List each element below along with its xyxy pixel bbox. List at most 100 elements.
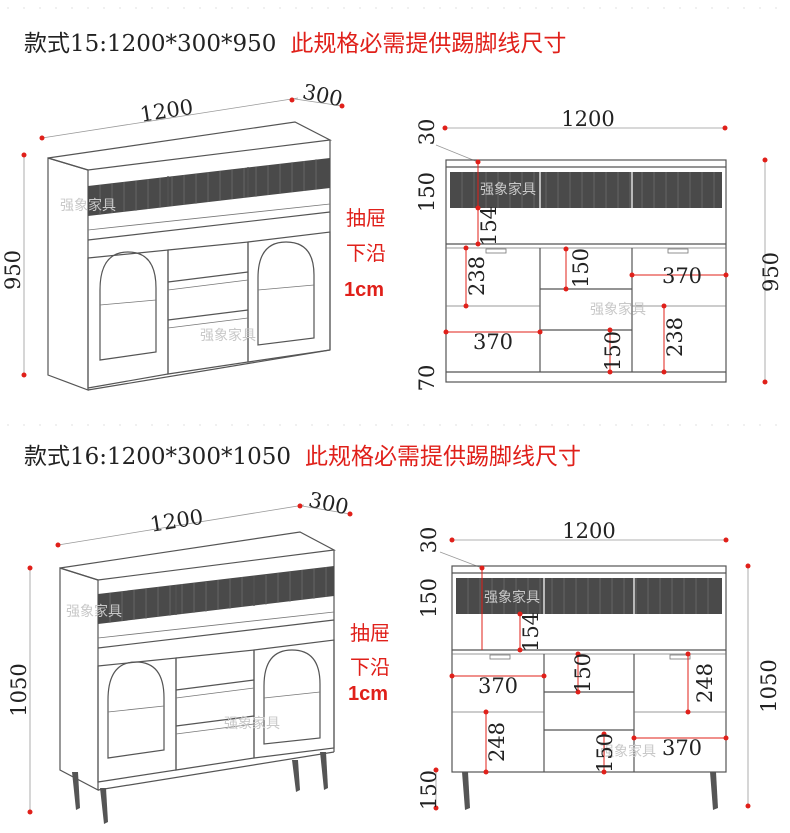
line [167, 279, 249, 291]
top-dotted-border [0, 6, 790, 10]
line [167, 271, 249, 283]
dot [27, 809, 33, 815]
s15-right-door [247, 231, 331, 363]
line [87, 349, 331, 391]
s15-front-height: 950 [759, 252, 783, 292]
s15-note-line3: 1cm [344, 279, 384, 301]
dot [517, 647, 523, 653]
s15-top-panel [47, 121, 333, 171]
dot [55, 542, 61, 548]
dot [483, 769, 489, 775]
s15-front-plinth: 70 [415, 365, 439, 392]
dot [541, 673, 547, 679]
dot [433, 805, 439, 811]
dot [723, 272, 729, 278]
s16-front-leg [710, 772, 718, 810]
s15-slatted-drawers [88, 158, 330, 216]
s16-front-right-shelf: 248 [693, 663, 717, 703]
dot [685, 651, 691, 657]
s15-front-slats [461, 172, 715, 208]
dot [463, 245, 469, 251]
s16-persp-depth: 300 [307, 488, 351, 520]
line [167, 309, 249, 321]
dot [723, 735, 729, 741]
line [99, 299, 157, 306]
s15-side-panel [47, 157, 89, 391]
dot [661, 303, 667, 309]
s15-persp-width: 1200 [138, 95, 195, 127]
s16-slats [109, 567, 327, 623]
line [175, 723, 255, 735]
s16-right-door [253, 639, 335, 759]
dot [745, 803, 751, 809]
dot [442, 125, 448, 131]
dot [629, 272, 635, 278]
s15-persp-height: 950 [1, 250, 25, 290]
s16-front-leg [462, 772, 470, 810]
line [175, 679, 255, 691]
s16-front-mid-drawer: 150 [571, 653, 595, 693]
dot [347, 511, 353, 517]
style16-note: 此规格必需提供踢脚线尺寸 [304, 444, 581, 470]
s15-front-left-width: 370 [473, 330, 513, 354]
dot [563, 286, 569, 292]
dot [27, 565, 33, 571]
line [435, 144, 479, 163]
s15-persp-depth: 300 [301, 80, 345, 112]
s15-front-right-shelf: 238 [663, 317, 687, 357]
dot [483, 709, 489, 715]
s15-front-mid-drawer2: 150 [601, 331, 625, 371]
middle-dotted-border [0, 423, 790, 427]
line [97, 611, 335, 639]
s16-persp-height: 1050 [7, 663, 31, 716]
dot [339, 103, 345, 109]
dot [475, 159, 481, 165]
line [87, 203, 331, 231]
dot [297, 503, 303, 509]
line [263, 691, 321, 699]
s15-width-dimline [41, 97, 299, 139]
line [175, 715, 255, 727]
s15-right-handle [667, 248, 689, 254]
dot [762, 379, 768, 385]
s15-right-arch [257, 241, 315, 346]
dot [479, 565, 485, 571]
dot [661, 369, 667, 375]
s15-drawer-stack [167, 241, 249, 375]
s16-persp-width: 1200 [148, 505, 205, 537]
s15-front-mid-drawer: 150 [569, 248, 593, 288]
s16-front-slatted-drawers [456, 578, 722, 614]
style15-note: 此规格必需提供踢脚线尺寸 [290, 31, 567, 57]
dot [575, 651, 581, 657]
dot [475, 241, 481, 247]
s16-drawer-stack [175, 649, 255, 771]
s16-depth-dimline [301, 505, 351, 515]
s16-note-line2: 下沿 [350, 655, 390, 679]
line [167, 317, 249, 329]
s15-slats [99, 159, 317, 215]
style16-front: 1200 30 150 1050 150 [417, 519, 781, 811]
s15-front-left-shelf: 238 [465, 256, 489, 296]
dot [745, 563, 751, 569]
watermark: 强象家具 [66, 603, 122, 620]
style15-front: 1200 30 150 950 70 [415, 107, 783, 391]
s16-leg [72, 772, 80, 810]
s16-width-dimline [57, 504, 305, 546]
s15-front-body [445, 159, 727, 383]
dot [21, 372, 27, 378]
s16-left-arch [107, 661, 165, 759]
dot [762, 157, 768, 163]
s16-front-mid-drawer2: 150 [593, 733, 617, 773]
style16-perspective: 1200 300 1050 [7, 488, 390, 824]
s15-depth-dimline [294, 98, 343, 107]
dot [433, 767, 439, 773]
dot [475, 205, 481, 211]
dot [607, 327, 613, 333]
watermark: 强象家具 [200, 327, 256, 344]
dot [289, 97, 295, 103]
s16-front-height: 1050 [757, 659, 781, 712]
dot [575, 689, 581, 695]
s15-front-drawer-h: 154 [477, 206, 501, 246]
